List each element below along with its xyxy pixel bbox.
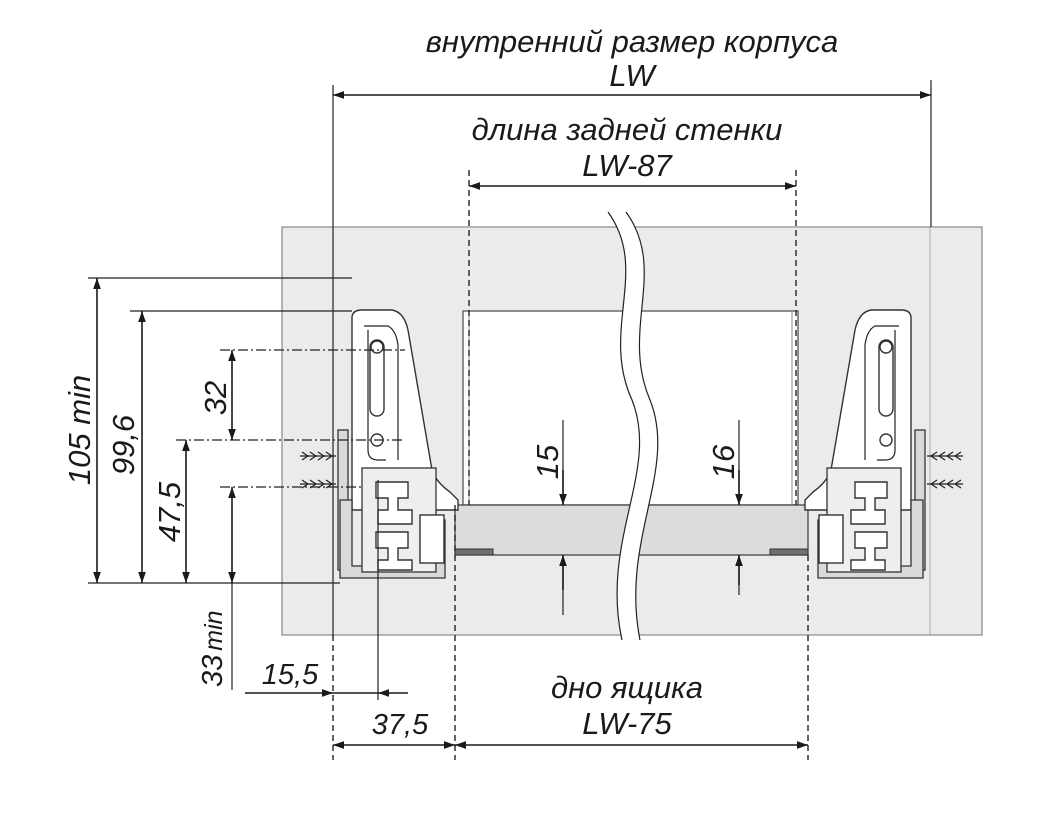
label-dim-105-min: 105 min <box>62 375 97 485</box>
break-symbol <box>607 211 659 641</box>
label-dim-99-6: 99,6 <box>106 414 141 475</box>
dimension-99-6 <box>130 310 352 583</box>
drawer-back-wall <box>462 310 799 506</box>
dimension-32 <box>220 349 405 440</box>
label-bottom-title: дно ящика <box>551 670 703 705</box>
dimension-inner-size <box>332 80 932 635</box>
label-inner-size-value: LW <box>609 58 657 93</box>
label-inner-size-title: внутренний размер корпуса <box>426 24 839 59</box>
right-slide-assembly <box>804 309 963 579</box>
dimension-33-min <box>220 486 362 690</box>
label-dim-16: 16 <box>706 444 741 479</box>
label-dim-15: 15 <box>530 444 565 479</box>
dimension-back-wall <box>468 170 797 505</box>
label-back-wall-title: длина задней стенки <box>472 112 783 147</box>
left-slide-assembly <box>300 309 459 579</box>
label-back-wall-value: LW-87 <box>582 148 673 183</box>
label-dim-33-value: 33 <box>197 655 229 687</box>
dimension-47-5 <box>176 439 405 583</box>
label-dim-33-suffix: min <box>200 610 228 650</box>
dimension-drawer-bottom <box>454 505 809 760</box>
dimension-37-5 <box>332 635 455 760</box>
dimension-15-5 <box>245 480 408 700</box>
dimension-105-min <box>88 277 352 584</box>
label-dim-32: 32 <box>198 381 233 415</box>
label-dim-33: 33 min <box>197 610 229 687</box>
label-dim-15-5: 15,5 <box>262 659 319 691</box>
label-bottom-value: LW-75 <box>582 706 672 741</box>
label-dim-47-5: 47,5 <box>152 481 187 542</box>
label-dim-37-5: 37,5 <box>372 709 429 741</box>
